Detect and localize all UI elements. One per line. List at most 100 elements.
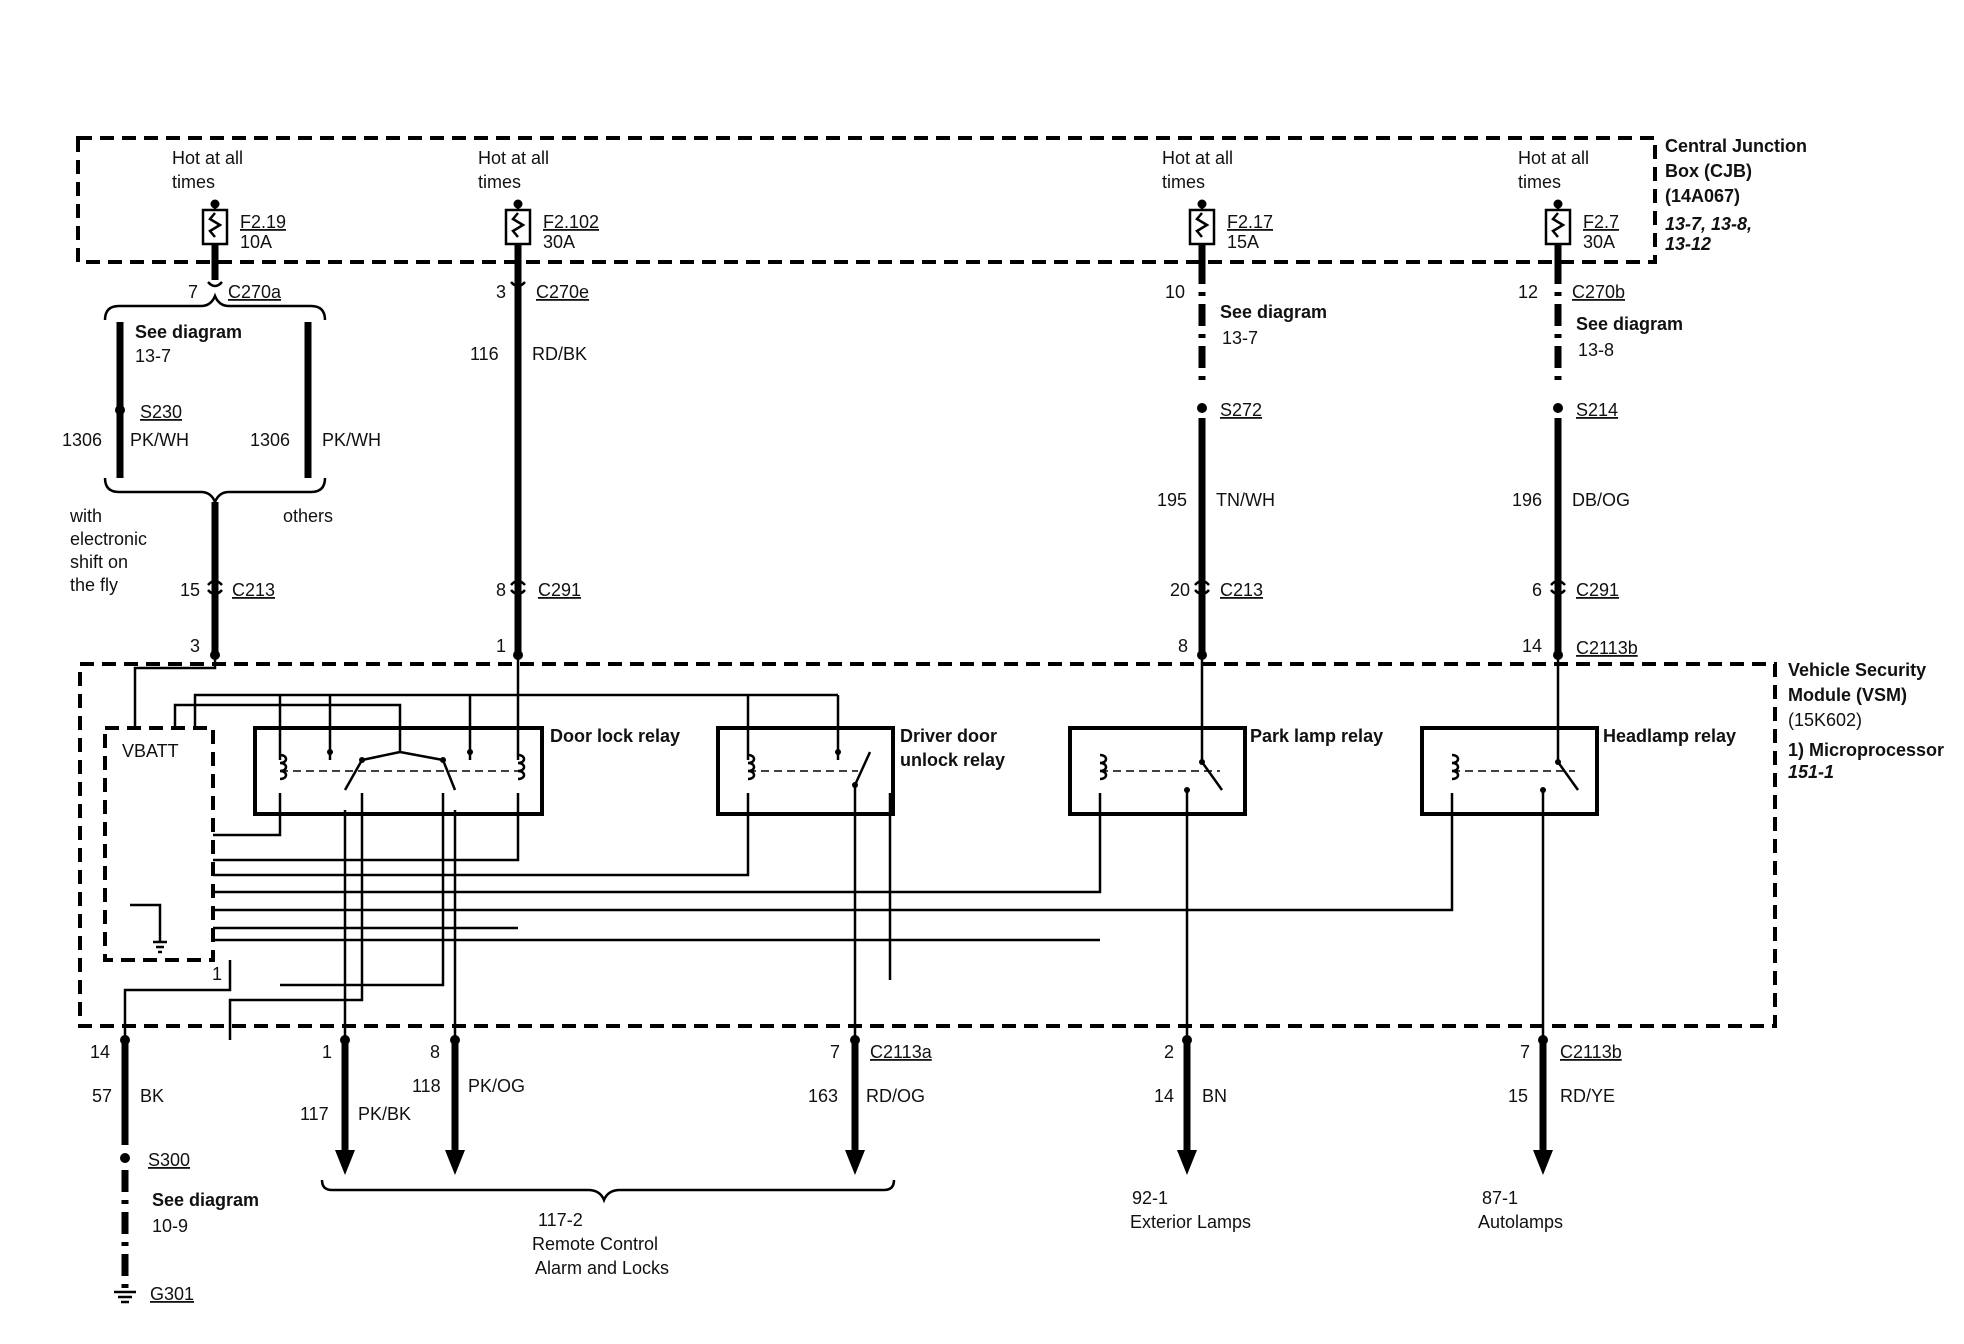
door-lock-relay-label: Door lock relay — [550, 726, 680, 746]
col1-connector-top: C270a — [228, 282, 282, 302]
group-ref: 117-2 — [538, 1210, 583, 1230]
ground-see-ref: 10-9 — [152, 1216, 188, 1236]
col4-see-ref: 13-8 — [1578, 340, 1614, 360]
hot-label-4a: Hot at all — [1518, 148, 1589, 168]
driver-unlock-relay-label-2: unlock relay — [900, 750, 1005, 770]
fuse-1-id: F2.19 — [240, 212, 286, 232]
vsm-title-1: Vehicle Security — [1788, 660, 1926, 680]
col4-splice: S214 — [1576, 400, 1618, 420]
col1-color-a: PK/WH — [130, 430, 189, 450]
remote-control-group: 117-2 Remote Control Alarm and Locks — [320, 1179, 896, 1278]
park-dest-ref: 92-1 — [1132, 1188, 1168, 1208]
unlock-color: RD/OG — [866, 1086, 925, 1106]
cjb-box — [76, 136, 1657, 264]
group-label-2: Alarm and Locks — [535, 1258, 669, 1278]
fuse-2: F2.102 30A — [504, 199, 599, 262]
col4-connector-vsm: C2113b — [1576, 638, 1638, 658]
lock2-pin: 8 — [430, 1042, 440, 1062]
hot-label-1b: times — [172, 172, 215, 192]
fuse-2-amp: 30A — [543, 232, 575, 252]
ground-circuit: 57 — [92, 1086, 112, 1106]
unlock-circuit: 163 — [808, 1086, 838, 1106]
cjb-refs-1: 13-7, 13-8, — [1665, 214, 1752, 234]
column-1-wiring: 7 C270a See diagram 13-7 S230 1306 PK/WH… — [62, 262, 381, 660]
col4-pin-mid: 6 — [1532, 580, 1542, 600]
column-3-wiring: 10 See diagram 13-7 S272 195 TN/WH 20 C2… — [1157, 262, 1327, 660]
vsm-part-number: (15K602) — [1788, 710, 1862, 730]
col3-see-ref: 13-7 — [1222, 328, 1258, 348]
fuse-3: F2.17 15A — [1188, 199, 1273, 262]
head-circuit: 15 — [1508, 1086, 1528, 1106]
col3-connector-mid: C213 — [1220, 580, 1263, 600]
vsm-box — [78, 662, 1777, 1028]
hot-label-3b: times — [1162, 172, 1205, 192]
col3-pin-top: 10 — [1165, 282, 1185, 302]
col1-splice: S230 — [140, 402, 182, 422]
column-2-wiring: 3 C270e 116 RD/BK 8 C291 1 — [470, 262, 589, 660]
col3-pin-vsm: 8 — [1178, 636, 1188, 656]
driver-door-unlock-relay: Driver door unlock relay — [716, 726, 1005, 816]
park-pin: 2 — [1164, 1042, 1174, 1062]
col4-color: DB/OG — [1572, 490, 1630, 510]
col4-connector-mid: C291 — [1576, 580, 1619, 600]
head-connector: C2113b — [1560, 1042, 1622, 1062]
hot-label-1a: Hot at all — [172, 148, 243, 168]
col3-pin-mid: 20 — [1170, 580, 1190, 600]
col1-option-2: others — [283, 506, 333, 526]
col1-option-1c: shift on — [70, 552, 128, 572]
headlamp-relay: Headlamp relay — [1420, 726, 1736, 816]
park-lamp-output: 2 14 BN 92-1 Exterior Lamps — [1130, 1035, 1251, 1232]
col2-circuit: 116 — [470, 344, 499, 364]
head-dest-ref: 87-1 — [1482, 1188, 1518, 1208]
col4-circuit: 196 — [1512, 490, 1542, 510]
col1-option-1a: with — [69, 506, 102, 526]
col4-connector-top: C270b — [1572, 282, 1625, 302]
col2-color: RD/BK — [532, 344, 587, 364]
vsm-internal-wiring — [123, 655, 1560, 1040]
ground-point: G301 — [150, 1284, 194, 1304]
head-pin: 7 — [1520, 1042, 1530, 1062]
col2-connector-top: C270e — [536, 282, 589, 302]
lock-output-1: 1 117 PK/BK — [300, 1035, 411, 1175]
ground-pin: 14 — [90, 1042, 110, 1062]
col1-option-1d: the fly — [70, 575, 118, 595]
fuse-1-amp: 10A — [240, 232, 272, 252]
lock2-circuit: 118 — [412, 1076, 441, 1096]
vsm-note: 1) Microprocessor — [1788, 740, 1944, 760]
door-lock-relay: Door lock relay — [253, 726, 680, 816]
col1-pin-mid: 15 — [180, 580, 200, 600]
col1-circuit-a: 1306 — [62, 430, 102, 450]
fuse-4: F2.7 30A — [1544, 199, 1619, 262]
head-color: RD/YE — [1560, 1086, 1615, 1106]
hot-label-2a: Hot at all — [478, 148, 549, 168]
col2-connector-mid: C291 — [538, 580, 581, 600]
fuse-3-amp: 15A — [1227, 232, 1259, 252]
lock1-circuit: 117 — [300, 1104, 329, 1124]
vsm-pin-1: 1 — [212, 964, 222, 984]
cjb-part-number: (14A067) — [1665, 186, 1740, 206]
col3-see-diagram: See diagram — [1220, 302, 1327, 322]
vsm-title-2: Module (VSM) — [1788, 685, 1907, 705]
lock-output-2: 8 118 PK/OG — [412, 1035, 525, 1175]
park-dest-label: Exterior Lamps — [1130, 1212, 1251, 1232]
column-4-wiring: 12 C270b See diagram 13-8 S214 196 DB/OG… — [1512, 262, 1683, 660]
fuse-3-id: F2.17 — [1227, 212, 1273, 232]
col1-see-ref: 13-7 — [135, 346, 171, 366]
col4-pin-top: 12 — [1518, 282, 1538, 302]
col3-circuit: 195 — [1157, 490, 1187, 510]
col4-see-diagram: See diagram — [1576, 314, 1683, 334]
fuse-4-amp: 30A — [1583, 232, 1615, 252]
headlamp-relay-label: Headlamp relay — [1603, 726, 1736, 746]
hot-label-3a: Hot at all — [1162, 148, 1233, 168]
ground-color: BK — [140, 1086, 164, 1106]
microprocessor-box — [103, 726, 215, 962]
col1-circuit-b: 1306 — [250, 430, 290, 450]
fuse-1: F2.19 10A — [201, 199, 286, 262]
fuse-2-id: F2.102 — [543, 212, 599, 232]
ground-output: 14 57 BK S300 See diagram 10-9 G301 — [90, 1035, 259, 1304]
cjb-refs-2: 13-12 — [1665, 234, 1711, 254]
park-lamp-relay: Park lamp relay — [1068, 726, 1383, 816]
cjb-title-1: Central Junction — [1665, 136, 1807, 156]
col1-color-b: PK/WH — [322, 430, 381, 450]
